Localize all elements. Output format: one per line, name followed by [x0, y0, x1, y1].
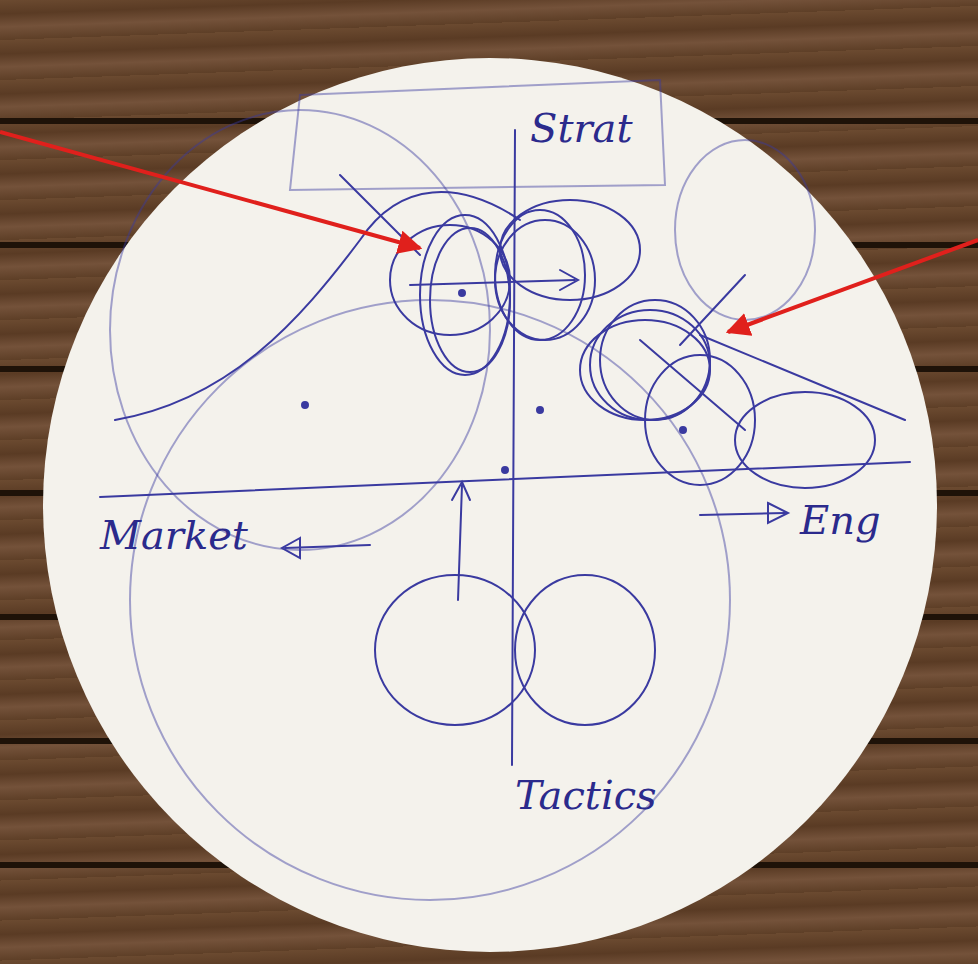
faint-sketch — [110, 80, 815, 900]
axis-label: Tactics — [515, 775, 657, 815]
axis-label: Strat — [530, 108, 633, 148]
red-pointer — [0, 132, 978, 332]
coaster — [43, 58, 937, 952]
axis-label: Eng — [800, 500, 881, 540]
axis-label: Market — [100, 515, 248, 555]
pen-sketch — [100, 80, 910, 900]
